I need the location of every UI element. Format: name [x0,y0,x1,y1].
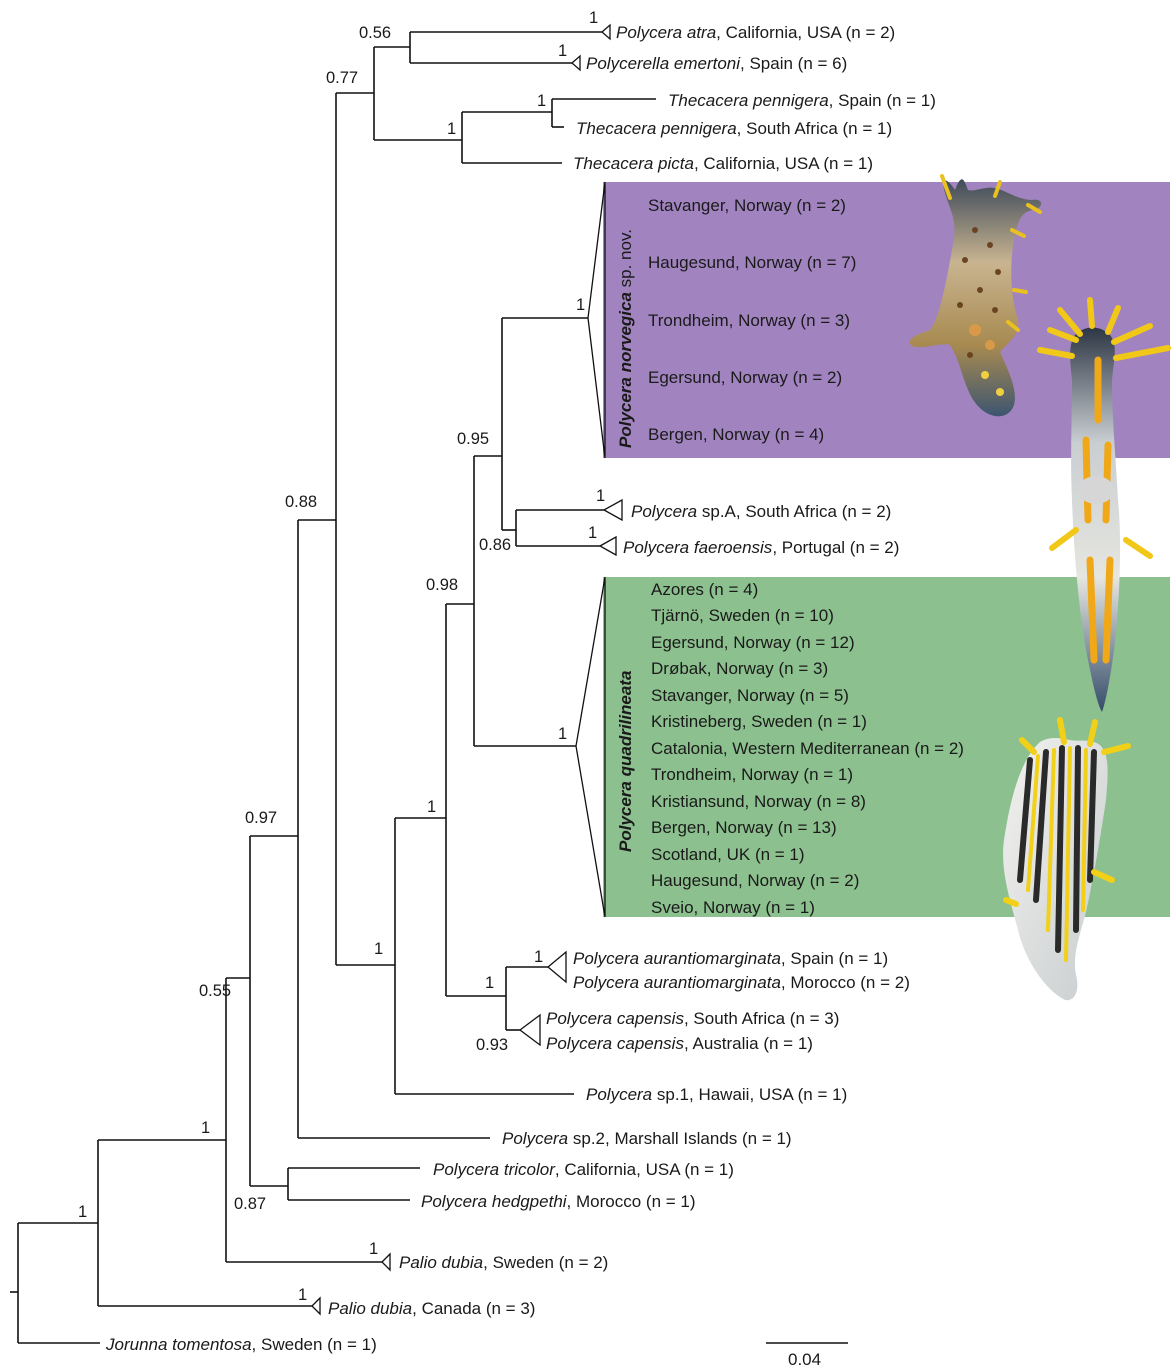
tip-label-capensis-australia: Polycera capensis, Australia (n = 1) [546,1034,813,1053]
tip-label-hedgpethi: Polycera hedgpethi, Morocco (n = 1) [421,1192,696,1211]
quadrilineata-locality: Drøbak, Norway (n = 3) [651,659,828,678]
norvegica-clade-title: Polycera norvegica sp. nov. [616,229,635,448]
tip-label-spA: Polycera sp.A, South Africa (n = 2) [631,502,891,521]
tip-label-capensis-sa: Polycera capensis, South Africa (n = 3) [546,1009,839,1028]
quadrilineata-locality: Egersund, Norway (n = 12) [651,633,855,652]
collapsed-tips [312,25,622,1314]
quadrilineata-locality: Haugesund, Norway (n = 2) [651,871,859,890]
tip-label-faeroensis: Polycera faeroensis, Portugal (n = 2) [623,538,899,557]
quadrilineata-locality: Stavanger, Norway (n = 5) [651,686,849,705]
support-value: 1 [78,1203,87,1221]
support-value: 1 [534,948,543,966]
tip-label-aurantiomarginata-morocco: Polycera aurantiomarginata, Morocco (n =… [573,973,910,992]
tip-label-tricolor: Polycera tricolor, California, USA (n = … [433,1160,734,1179]
support-value: 1 [298,1286,307,1304]
norvegica-locality: Bergen, Norway (n = 4) [648,425,824,444]
norvegica-triangle [588,182,605,458]
support-value: 0.56 [359,24,391,42]
tip-label-atra: Polycera atra, California, USA (n = 2) [616,23,895,42]
support-value: 1 [369,1240,378,1258]
norvegica-locality: Egersund, Norway (n = 2) [648,368,842,387]
tip-label-picta: Thecacera picta, California, USA (n = 1) [573,154,873,173]
quadrilineata-locality: Kristineberg, Sweden (n = 1) [651,712,867,731]
tip-label-pennigera-spain: Thecacera pennigera, Spain (n = 1) [668,91,936,110]
support-value: 0.95 [457,430,489,448]
tip-label-jorunna: Jorunna tomentosa, Sweden (n = 1) [105,1335,377,1354]
quadrilineata-locality: Sveio, Norway (n = 1) [651,898,815,917]
support-value: 1 [558,42,567,60]
quadrilineata-locality: Scotland, UK (n = 1) [651,845,805,864]
support-value: 1 [537,92,546,110]
tip-label-sp1: Polycera sp.1, Hawaii, USA (n = 1) [586,1085,847,1104]
quadrilineata-locality: Trondheim, Norway (n = 1) [651,765,853,784]
support-value: 0.87 [234,1195,266,1213]
quadrilineata-triangle [576,577,605,917]
support-value: 1 [201,1119,210,1137]
support-value: 0.88 [285,493,317,511]
support-value: 0.77 [326,69,358,87]
tip-label-emertoni: Polycerella emertoni, Spain (n = 6) [586,54,847,73]
support-value: 1 [596,487,605,505]
quadrilineata-clade-title: Polycera quadrilineata [616,671,635,852]
support-value: 0.97 [245,809,277,827]
quadrilineata-locality: Bergen, Norway (n = 13) [651,818,837,837]
support-value: 1 [589,9,598,27]
quadrilineata-locality: Azores (n = 4) [651,580,758,599]
support-value: 0.98 [426,576,458,594]
tip-label-pennigera-sa: Thecacera pennigera, South Africa (n = 1… [576,119,892,138]
support-value: 1 [558,725,567,743]
support-value: 0.86 [479,536,511,554]
support-value: 0.93 [476,1036,508,1054]
support-value: 1 [374,940,383,958]
tip-label-palio-canada: Palio dubia, Canada (n = 3) [328,1299,535,1318]
support-value: 1 [576,296,585,314]
norvegica-locality: Haugesund, Norway (n = 7) [648,253,856,272]
tip-label-sp2: Polycera sp.2, Marshall Islands (n = 1) [502,1129,792,1148]
support-value: 1 [447,120,456,138]
support-value: 1 [485,974,494,992]
norvegica-locality: Trondheim, Norway (n = 3) [648,311,850,330]
support-value: 1 [588,524,597,542]
quadrilineata-locality: Catalonia, Western Mediterranean (n = 2) [651,739,964,758]
scale-bar-label: 0.04 [788,1350,821,1367]
quadrilineata-locality: Kristiansund, Norway (n = 8) [651,792,866,811]
support-value: 1 [427,798,436,816]
tip-label-palio-sweden: Palio dubia, Sweden (n = 2) [399,1253,608,1272]
support-value: 0.55 [199,982,231,1000]
tip-label-aurantiomarginata-spain: Polycera aurantiomarginata, Spain (n = 1… [573,949,888,968]
support-values: 1 1 0.56 1 1 0.77 1 1 1 1 0.55 0.97 0.87… [78,9,605,1304]
norvegica-locality: Stavanger, Norway (n = 2) [648,196,846,215]
quadrilineata-locality: Tjärnö, Sweden (n = 10) [651,606,834,625]
